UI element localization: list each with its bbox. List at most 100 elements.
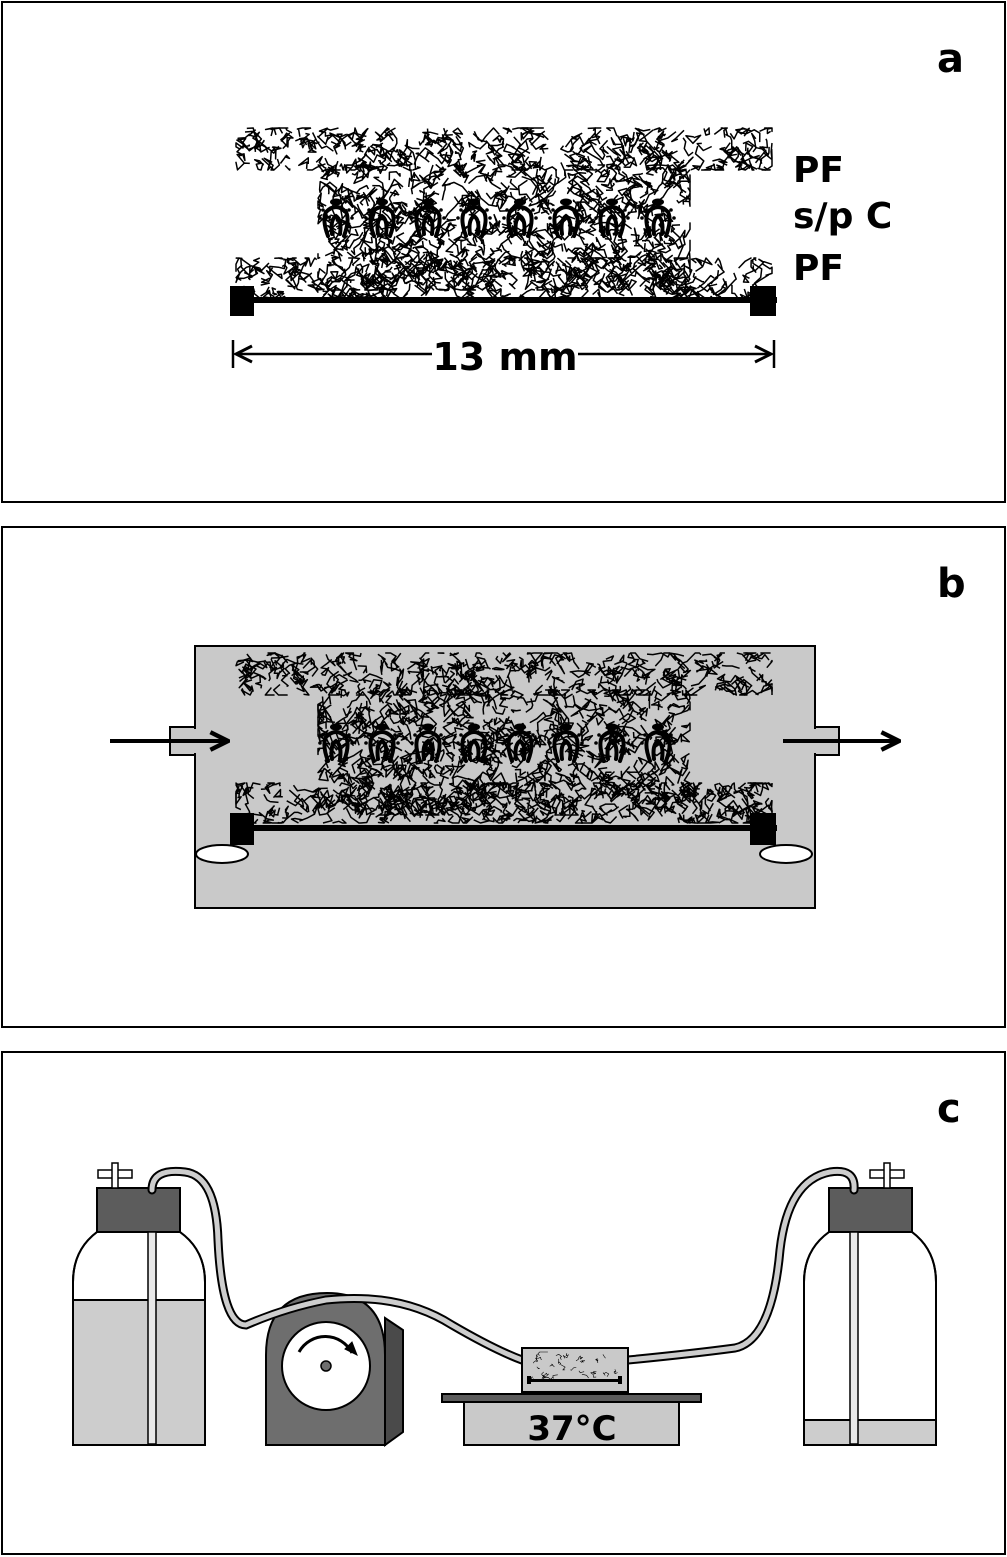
fibrin-fiber (481, 811, 495, 823)
fibrin-fiber (493, 717, 502, 726)
fiber-layer-bottom (235, 782, 773, 824)
fibrin-fiber (337, 656, 346, 665)
fibrin-fiber (592, 782, 602, 800)
fibrin-fiber (626, 761, 649, 780)
fibrin-fiber (439, 692, 447, 697)
fibrin-fiber (544, 754, 563, 773)
fibrin-fiber (661, 720, 673, 737)
support-ring-right (750, 813, 776, 845)
fibrin-fiber (729, 156, 749, 166)
fibrin-fiber (327, 261, 332, 267)
fibrin-fiber (502, 127, 513, 135)
fibrin-fiber (532, 807, 539, 823)
fibrin-fiber (384, 266, 393, 273)
fibrin-fiber (585, 750, 600, 764)
cell-icon (456, 723, 492, 763)
fibrin-fiber (385, 690, 394, 706)
fibrin-fiber (705, 663, 721, 670)
fibrin-fiber (540, 268, 553, 291)
fibrin-fiber (632, 787, 646, 799)
fibrin-fiber (662, 668, 677, 681)
fibrin-fiber (539, 782, 554, 790)
fibrin-fiber (244, 662, 269, 671)
fibrin-fiber (629, 791, 641, 802)
fibrin-fiber (653, 689, 663, 699)
fibrin-fiber (560, 1364, 566, 1371)
fibrin-fiber (426, 261, 441, 284)
fibrin-fiber (495, 655, 503, 665)
tubing-inlet-lumen (149, 1168, 525, 1363)
fibrin-fiber (357, 793, 380, 812)
fibrin-fiber (469, 674, 496, 686)
membrane-support-a (230, 286, 777, 316)
fibrin-fiber (680, 752, 690, 764)
fibrin-fiber (510, 141, 529, 169)
fibrin-fiber (284, 164, 291, 171)
fibrin-fiber (490, 792, 512, 805)
fibrin-fiber (700, 165, 713, 171)
fibrin-fiber (348, 257, 361, 267)
fibrin-fiber (539, 787, 551, 801)
fibrin-fiber (627, 183, 640, 192)
fibrin-fiber (633, 798, 655, 810)
fibrin-fiber (377, 817, 390, 824)
fibrin-fiber (710, 263, 725, 285)
fibrin-fiber (668, 679, 687, 690)
fibrin-fiber (610, 689, 619, 702)
fibrin-fiber (323, 704, 332, 710)
fibrin-fiber (398, 765, 417, 780)
fibrin-fiber (289, 257, 307, 266)
fibrin-fiber (449, 652, 460, 657)
fibrin-fiber (742, 265, 755, 284)
fibrin-fiber (592, 264, 606, 292)
fibrin-fiber (748, 159, 755, 171)
fibrin-fiber (337, 799, 360, 812)
fibrin-fiber (610, 164, 626, 182)
fibrin-fiber (464, 261, 475, 277)
fibrin-scaffold-b (235, 652, 773, 824)
fibrin-fiber (361, 164, 369, 180)
fibrin-fiber (388, 189, 399, 209)
fibrin-fiber (246, 127, 257, 138)
fibrin-fiber (572, 199, 586, 211)
fibrin-fiber (506, 169, 524, 178)
fibrin-fiber (634, 799, 656, 816)
fibrin-fiber (497, 164, 517, 178)
cell-icon (318, 723, 354, 763)
fibrin-fiber (692, 272, 705, 283)
fibrin-fiber (364, 281, 373, 291)
fibrin-fiber (401, 138, 409, 155)
fibrin-fiber (718, 792, 732, 802)
fibrin-fiber (435, 802, 446, 812)
fibrin-fiber (476, 656, 489, 669)
fibrin-fiber (650, 789, 660, 798)
fibrin-fiber (485, 282, 502, 294)
fibrin-fiber (602, 1372, 610, 1377)
collection-bottle (803, 1162, 937, 1446)
fibrin-fiber (735, 127, 750, 137)
fibrin-fiber (272, 788, 283, 799)
collection-bottle-body (803, 1231, 937, 1446)
fibrin-fiber (605, 174, 616, 192)
fibrin-fiber (299, 671, 309, 675)
fibrin-fiber (414, 795, 427, 812)
fibrin-fiber (627, 251, 642, 259)
fibrin-fiber (555, 793, 578, 811)
fibrin-fiber (472, 127, 500, 143)
fibrin-fiber (691, 800, 698, 815)
fibrin-fiber (235, 257, 255, 274)
cell-icon (548, 198, 584, 238)
fibrin-fiber (752, 800, 763, 810)
fibrin-fiber (440, 228, 450, 238)
fibrin-fiber (486, 724, 503, 742)
fibrin-fiber (500, 270, 513, 280)
fibrin-fiber (484, 283, 502, 299)
fibrin-fiber (671, 229, 686, 246)
fibrin-fiber (617, 183, 644, 197)
fibrin-fiber (568, 175, 578, 191)
fibrin-fiber (637, 805, 655, 821)
fibrin-fiber (489, 790, 508, 809)
fibrin-fiber (450, 660, 465, 670)
fibrin-fiber (661, 760, 672, 768)
panel-a-letter: a (937, 36, 964, 82)
